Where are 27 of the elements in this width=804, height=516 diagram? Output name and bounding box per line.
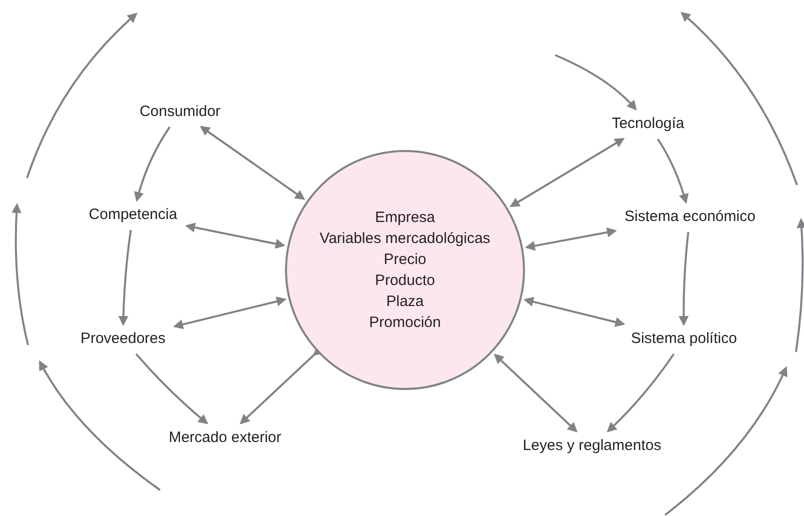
- node-label: Sistema político: [623, 328, 745, 350]
- node-label: Consumidor: [134, 101, 226, 123]
- arrow: [656, 138, 688, 204]
- node-label: Proveedores: [75, 328, 171, 350]
- arrow: [606, 353, 675, 432]
- arrow: [134, 126, 171, 202]
- circle-text: Variables mercadológicas: [320, 229, 490, 249]
- arrow: [118, 230, 132, 326]
- circle-text: Plaza: [386, 292, 424, 312]
- arrow: [185, 222, 286, 249]
- arrow: [678, 232, 690, 326]
- arrow: [554, 54, 637, 110]
- node-label: Mercado exterior: [161, 427, 289, 449]
- node-label: Sistema económico: [619, 206, 761, 228]
- arrow: [173, 296, 287, 330]
- circle-text: Empresa: [374, 208, 436, 228]
- arrow: [524, 227, 617, 251]
- node-label: Tecnología: [607, 113, 689, 135]
- circle-text: Promoción: [369, 313, 441, 333]
- arrow: [494, 354, 578, 432]
- arrow: [200, 126, 306, 200]
- node-label: Leyes y reglamentos: [517, 435, 667, 457]
- arrow: [135, 353, 208, 424]
- arrow: [523, 296, 626, 327]
- circle-text: Producto: [374, 271, 436, 291]
- circle-text: Precio: [384, 250, 426, 270]
- node-label: Competencia: [83, 204, 183, 226]
